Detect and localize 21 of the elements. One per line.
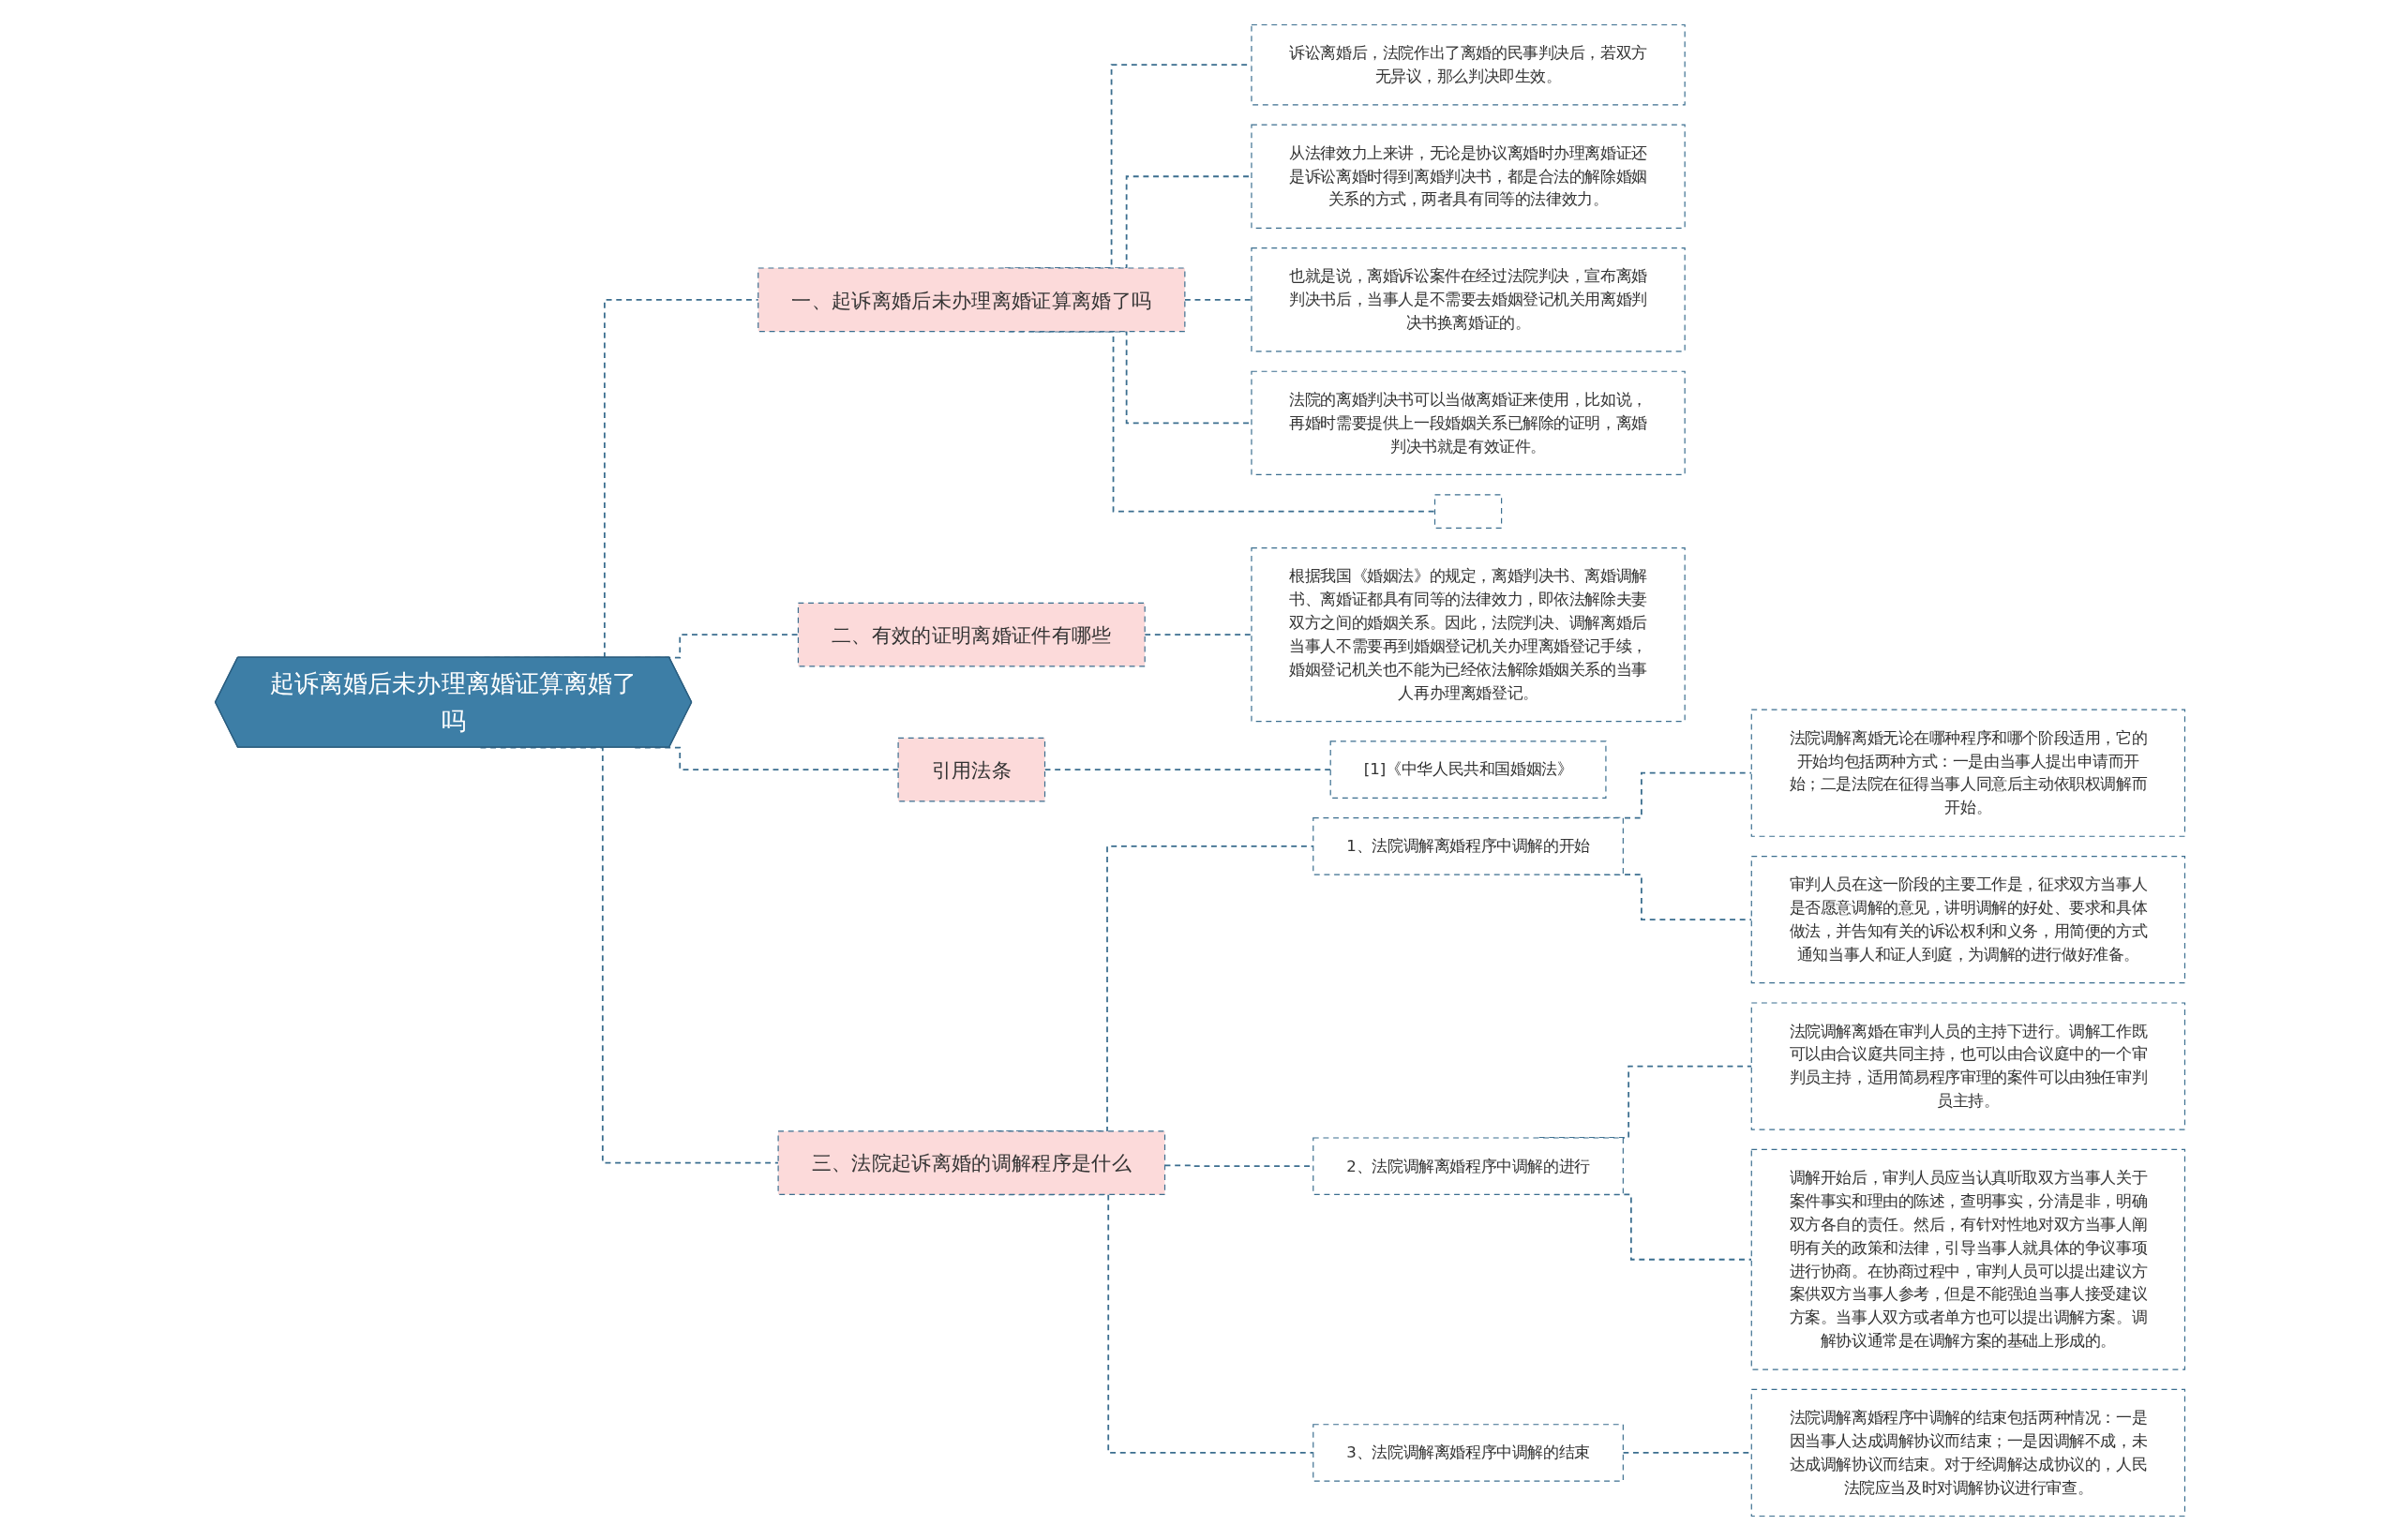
connector xyxy=(479,746,779,1164)
node-box: 法院调解离婚无论在哪种程序和哪个阶段适用，它的开始均包括两种方式：一是由当事人提出申请而开始；二是法院在征得当事人同意后主动依职权调解而开始。 xyxy=(1750,709,2186,837)
node-box: 2、法院调解离婚程序中调解的进行 xyxy=(1312,1136,1624,1195)
node-box: 三、法院起诉离婚的调解程序是什么 xyxy=(777,1129,1166,1195)
node-box: 诉讼离婚后，法院作出了离婚的民事判决后，若双方无异议，那么判决即生效。 xyxy=(1251,23,1686,105)
node-box: 法院调解离婚程序中调解的结束包括两种情况：一是因当事人达成调解协议而结束；一是因调解不成，未达成调解协议而结束。对于经调解达成协议的，人民法院应当及时对调解协议进行审查。 xyxy=(1750,1388,2186,1517)
node-box: 法院的离婚判决书可以当做离婚证来使用，比如说，再婚时需要提供上一段婚姻关系已解除的证明，离婚判决书就是有效证件。 xyxy=(1251,370,1686,475)
node-box: 二、有效的证明离婚证件有哪些 xyxy=(797,602,1146,666)
connector xyxy=(634,746,899,770)
node-box: 调解开始后，审判人员应当认真听取双方当事人关于案件事实和理由的陈述，查明事实，分清是非，明确双方各自的责任。然后，有针对性地对双方当事人阐明有关的政策和法律，引导当事人就具体的争议事项进行协商。在协商过程中，审判人员可以提出建议方案供双方当事人参考，但是不能强迫当事人接受建议方案。当事人双方或者单方也可以提出调解方案。调解协议通常是在调解方案的基础上形成的。 xyxy=(1750,1148,2186,1370)
node-box: 3、法院调解离婚程序中调解的结束 xyxy=(1312,1423,1624,1482)
node-box: 审判人员在这一阶段的主要工作是，征求双方当事人是否愿意调解的意见，讲明调解的好处、要求和具体做法，并告知有关的诉讼权利和义务，用简便的方式通知当事人和证人到庭，为调解的进行做好准备。 xyxy=(1750,855,2186,983)
node-box: 1、法院调解离婚程序中调解的开始 xyxy=(1312,816,1624,875)
node-box: 法院调解离婚在审判人员的主持下进行。调解工作既可以由合议庭共同主持，也可以由合议庭中的一个审判员主持，适用简易程序审理的案件可以由独任审判员主持。 xyxy=(1750,1001,2186,1130)
node-box xyxy=(1433,493,1503,529)
node-box: 一、起诉离婚后未办理离婚证算离婚了吗 xyxy=(758,266,1186,332)
node-box: 引用法条 xyxy=(897,737,1046,801)
node-box: [1]《中华人民共和国婚姻法》 xyxy=(1329,740,1607,799)
node-box: 从法律效力上来讲，无论是协议离婚时办理离婚证还是诉讼离婚时得到离婚判决书，都是合法的解除婚姻关系的方式，两者具有同等的法律效力。 xyxy=(1251,124,1686,229)
node-box: 根据我国《婚姻法》的规定，离婚判决书、离婚调解书、离婚证都具有同等的法律效力，即依法解除夫妻双方之间的婚姻关系。因此，法院判决、调解离婚后当事人不需要再到婚姻登记机关办理离婚登记手续，婚姻登记机关也不能为已经依法解除婚姻关系的当事人再办理离婚登记。 xyxy=(1251,546,1686,722)
node-box: 也就是说，离婚诉讼案件在经过法院判决，宣布离婚判决书后，当事人是不需要去婚姻登记机关用离婚判决书换离婚证的。 xyxy=(1251,247,1686,351)
